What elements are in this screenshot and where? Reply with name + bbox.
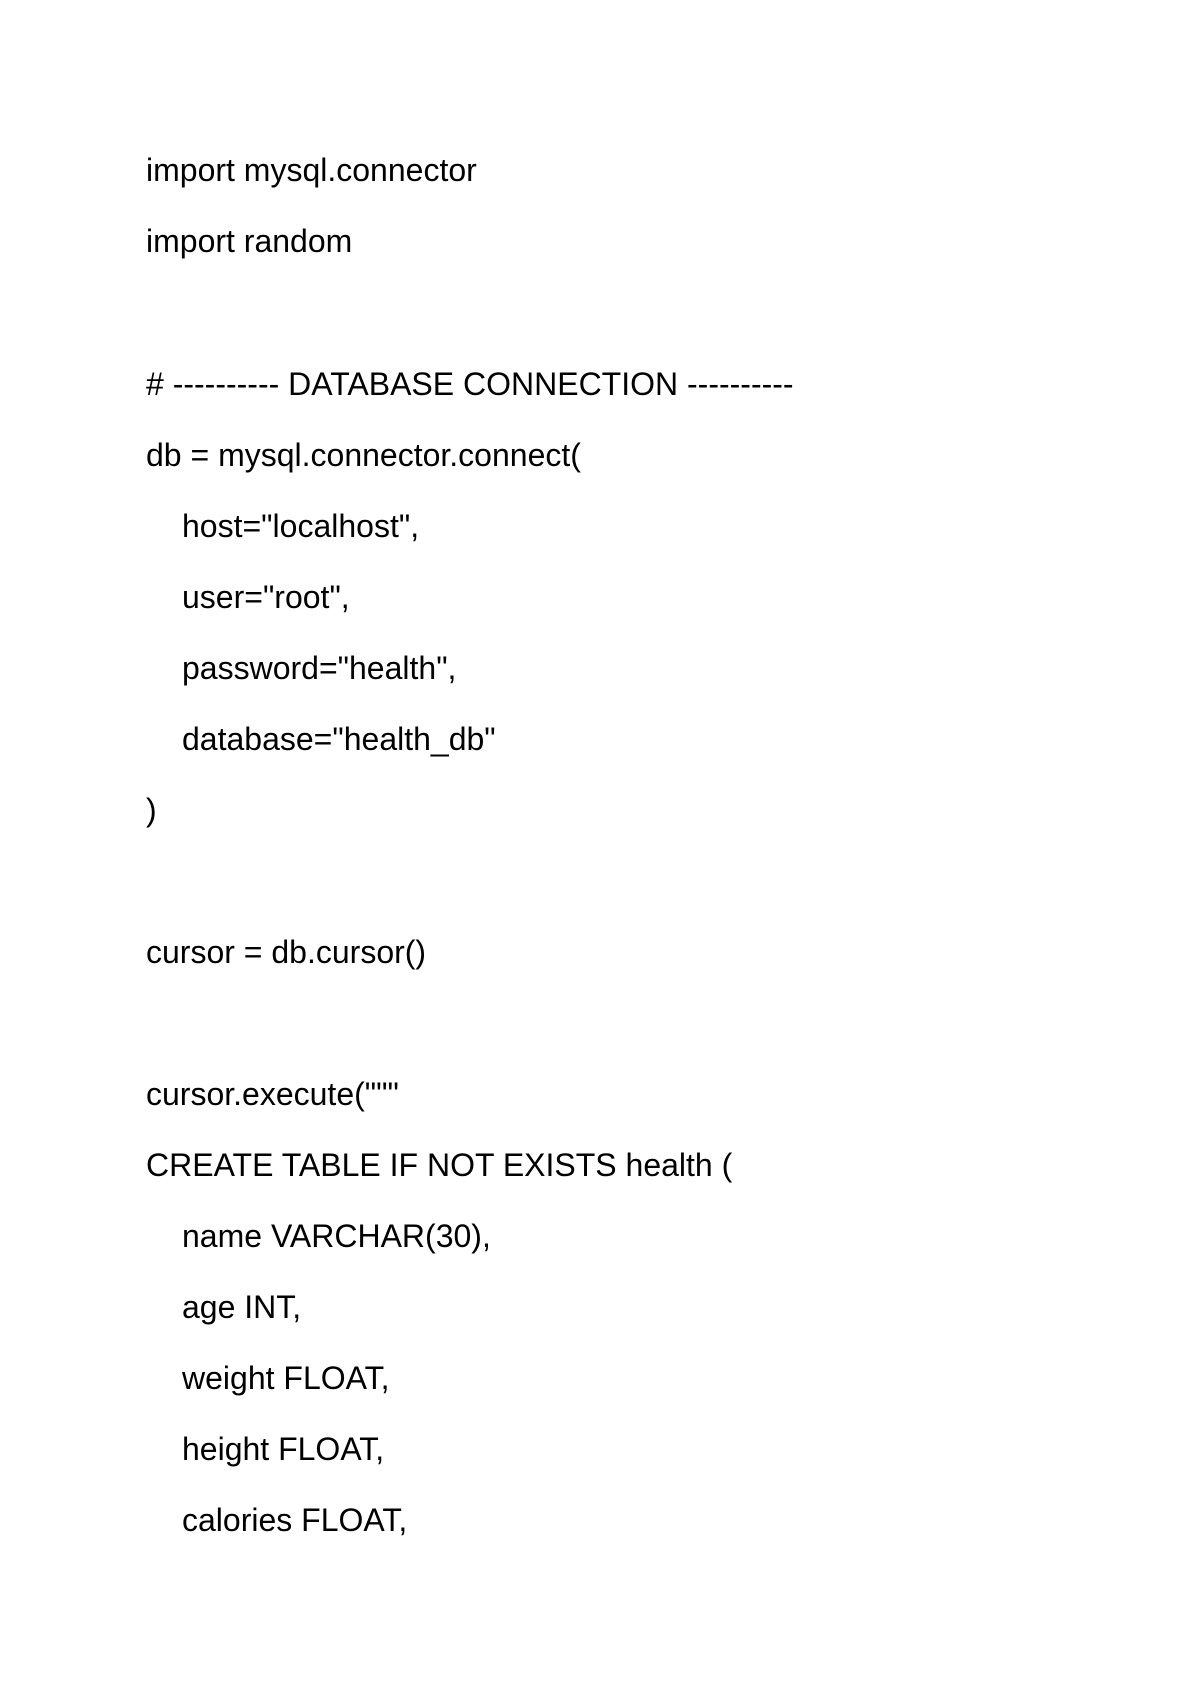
code-line-cursor: cursor = db.cursor() <box>146 934 427 970</box>
code-line-close-paren: ) <box>146 792 157 828</box>
code-line-cursor-execute: cursor.execute(""" <box>146 1076 399 1112</box>
code-line-calories-column: calories FLOAT, <box>182 1502 408 1538</box>
code-line-user: user="root", <box>182 579 350 615</box>
code-line-database: database="health_db" <box>182 721 496 757</box>
code-line-weight-column: weight FLOAT, <box>182 1360 390 1396</box>
code-line-create-table: CREATE TABLE IF NOT EXISTS health ( <box>146 1147 733 1183</box>
code-line-import-mysql: import mysql.connector <box>146 152 477 188</box>
code-line-import-random: import random <box>146 223 353 259</box>
code-line-password: password="health", <box>182 650 457 686</box>
code-line-comment-db-connection: # ---------- DATABASE CONNECTION -------… <box>146 366 794 402</box>
code-line-name-column: name VARCHAR(30), <box>182 1218 491 1254</box>
code-line-db-connect: db = mysql.connector.connect( <box>146 437 581 473</box>
code-line-age-column: age INT, <box>182 1289 302 1325</box>
code-line-height-column: height FLOAT, <box>182 1431 385 1467</box>
code-line-host: host="localhost", <box>182 508 420 544</box>
